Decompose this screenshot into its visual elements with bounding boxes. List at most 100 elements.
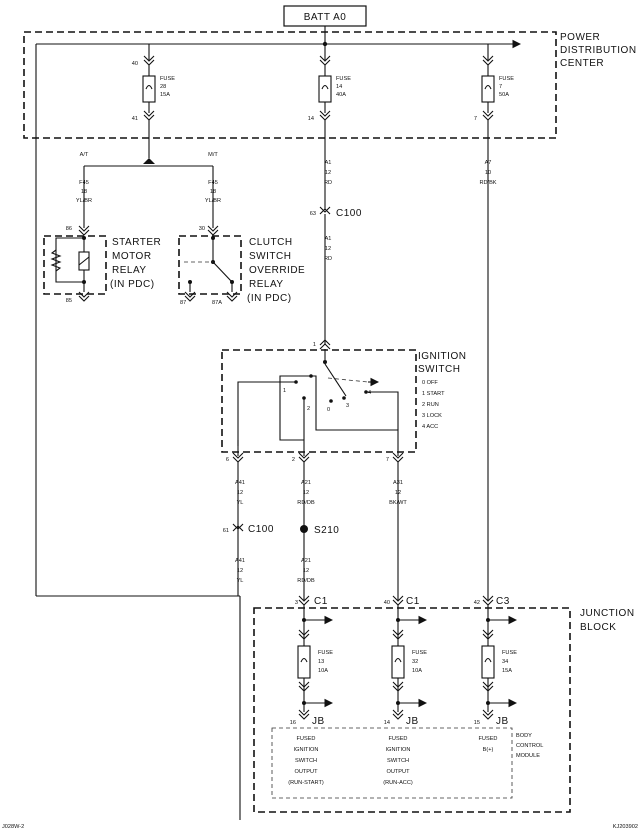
- a31-color: BK/WT: [389, 500, 407, 506]
- f45-at-color: YL/BR: [76, 198, 92, 204]
- ignition-in-pin: 1: [313, 342, 316, 348]
- a7-color: RD/BK: [479, 180, 496, 186]
- a1-top-gauge: 12: [325, 170, 331, 176]
- starter-pin-85: 85: [66, 298, 72, 304]
- starter-pin-86: 86: [66, 226, 72, 232]
- ignition-pos-2: 2 RUN: [422, 402, 439, 408]
- ignition-out-pin-2: 2: [292, 457, 295, 463]
- a21-bot-circuit: A21: [301, 558, 311, 564]
- fuse7-bottom-pin: 7: [474, 116, 477, 122]
- a41-top-gauge: 12: [237, 490, 243, 496]
- ignition-contact-2: 2: [307, 406, 310, 412]
- a41-top-circuit: A41: [235, 480, 245, 486]
- a21-top-gauge: 12: [303, 490, 309, 496]
- ignition-contact-3: 3: [346, 403, 349, 409]
- branch-at: A/T: [80, 152, 89, 158]
- clutch-relay-line2: SWITCH: [249, 251, 291, 262]
- clutch-relay-line3: OVERRIDE: [249, 265, 305, 276]
- fuse14-label: FUSE: [336, 76, 351, 82]
- ignition-contact-1: 1: [283, 388, 286, 394]
- clutch-pin-87: 87: [180, 300, 186, 306]
- clutch-relay-line4: RELAY: [249, 279, 284, 290]
- a31-circuit: A31: [393, 480, 403, 486]
- jb-in-name-c1a: C1: [314, 596, 328, 607]
- jb-in-name-c1b: C1: [406, 596, 420, 607]
- a41-bot-color: YL: [237, 578, 244, 584]
- ignition-wiper: [324, 363, 347, 397]
- ignition-out-pin-6: 6: [226, 457, 229, 463]
- bcm-box: [271, 727, 513, 799]
- a41-bot-circuit: A41: [235, 558, 245, 564]
- fuse14-rating: 40A: [336, 92, 346, 98]
- jb-fuse13-rating: 10A: [318, 668, 328, 674]
- output1-l5: (RUN-START): [288, 780, 324, 786]
- jb-in-pin-42: 42: [474, 600, 480, 606]
- output3-l1: FUSED: [479, 736, 498, 742]
- a1-bot-color: RD: [324, 256, 332, 262]
- ignition-contact-4: 4: [368, 390, 371, 396]
- ignition-title-2: SWITCH: [418, 364, 460, 375]
- starter-relay-box: [43, 235, 107, 295]
- ignition-contact-0: 0: [327, 407, 330, 413]
- batt-a0-label: BATT A0: [304, 12, 347, 23]
- footer-right: KJ203902: [613, 824, 638, 830]
- fuse28-label: FUSE: [160, 76, 175, 82]
- ignition-pos-4: 4 ACC: [422, 424, 438, 430]
- a31-gauge: 12: [395, 490, 401, 496]
- clutch-relay-line1: CLUTCH: [249, 237, 293, 248]
- f45-mt-circuit: F45: [208, 180, 218, 186]
- fuse7-label: FUSE: [499, 76, 514, 82]
- a21-bot-color: RD/DB: [297, 578, 315, 584]
- jb-title-2: BLOCK: [580, 622, 616, 633]
- output-fused-b-plus: FUSED B(+): [479, 736, 498, 753]
- jb-in-pin-3: 3: [295, 600, 298, 606]
- output2-l3: SWITCH: [387, 758, 409, 764]
- bcm-line3: MODULE: [516, 753, 540, 759]
- output1-l3: SWITCH: [295, 758, 317, 764]
- splice-s210: [300, 525, 308, 533]
- c100-pin-63: 63: [310, 211, 316, 217]
- ignition-pos-3: 3 LOCK: [422, 413, 442, 419]
- a1-bot-circuit: A1: [325, 236, 332, 242]
- starter-relay-line4: (IN PDC): [110, 279, 155, 290]
- jb-fuse32-rating: 10A: [412, 668, 422, 674]
- fuse7-number: 7: [499, 84, 502, 90]
- jb-out-pin-16: 16: [290, 720, 296, 726]
- splice-label: S210: [314, 525, 339, 536]
- jb-out-name-3: JB: [496, 716, 509, 727]
- jb-fuse13-label: FUSE: [318, 650, 333, 656]
- a41-bot-gauge: 12: [237, 568, 243, 574]
- pdc-label-1: POWER: [560, 32, 600, 43]
- ignition-in-connector: [319, 339, 331, 350]
- output2-l2: IGNITION: [386, 747, 411, 753]
- a1-top-color: RD: [324, 180, 332, 186]
- f45-at-circuit: F45: [79, 180, 89, 186]
- branch-mt: M/T: [208, 152, 218, 158]
- a21-bot-gauge: 12: [303, 568, 309, 574]
- jb-fuse32-number: 32: [412, 659, 418, 665]
- output1-l1: FUSED: [297, 736, 316, 742]
- c100-label-b: C100: [248, 524, 274, 535]
- jb-fuse34-number: 34: [502, 659, 508, 665]
- clutch-relay-box: [178, 235, 242, 295]
- jb-title-1: JUNCTION: [580, 608, 635, 619]
- starter-relay-line1: STARTER: [112, 237, 161, 248]
- a1-bot-gauge: 12: [325, 246, 331, 252]
- clutch-pin-30: 30: [199, 226, 205, 232]
- fuse14-number: 14: [336, 84, 342, 90]
- c100-connector-a1: [319, 206, 331, 215]
- fuse28-rating: 15A: [160, 92, 170, 98]
- jb-fuse32-label: FUSE: [412, 650, 427, 656]
- a7-gauge: 10: [485, 170, 491, 176]
- jb-fuse13-number: 13: [318, 659, 324, 665]
- pdc-fuse-7: [481, 55, 495, 600]
- pdc-fuse-14: [318, 55, 332, 210]
- output-run-acc: FUSED IGNITION SWITCH OUTPUT (RUN-ACC): [383, 736, 413, 786]
- starter-relay-line2: MOTOR: [112, 251, 152, 262]
- c100-connector-a41: [232, 523, 244, 532]
- jb-fuse34-label: FUSE: [502, 650, 517, 656]
- jb-out-pin-14: 14: [384, 720, 390, 726]
- bcm-line2: CONTROL: [516, 743, 543, 749]
- jb-out-name-2: JB: [406, 716, 419, 727]
